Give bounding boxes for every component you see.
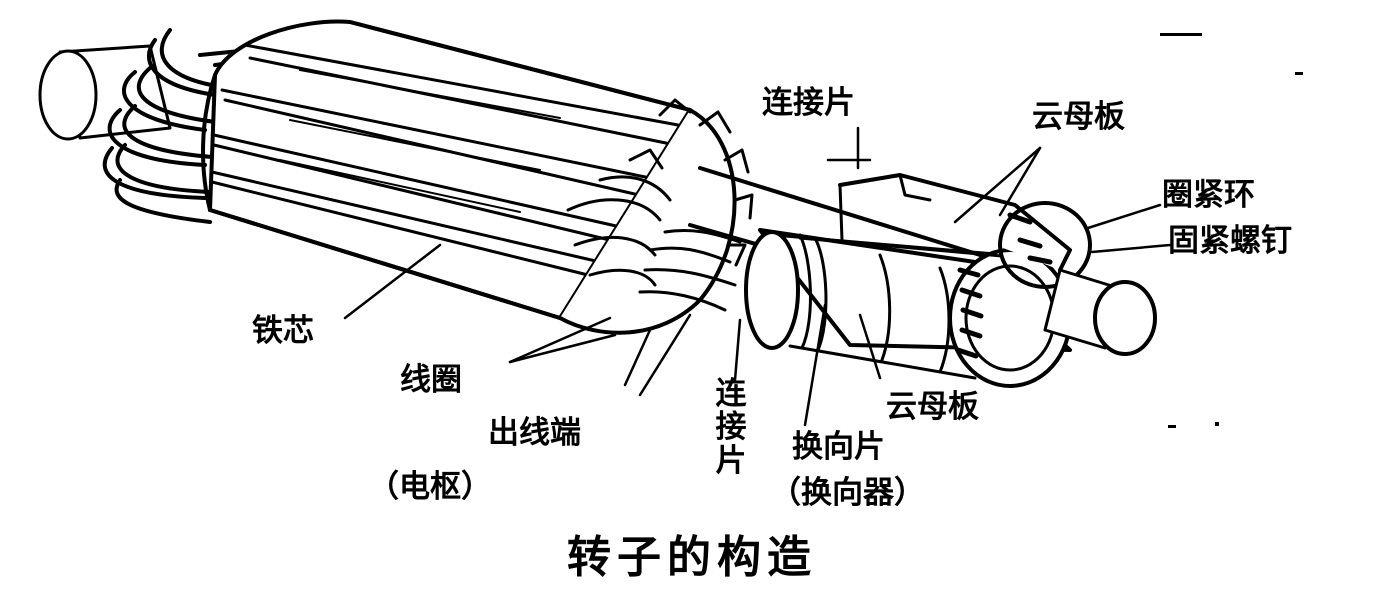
left-shaft: [38, 44, 172, 141]
left-end-windings: [102, 28, 257, 224]
label-commutator-segment: 换向片: [792, 429, 885, 465]
label-clamp-screw: 固紧螺钉: [1168, 223, 1292, 259]
label-connector-vertical: 连接片: [715, 376, 747, 479]
label-commutator: （换向器）: [770, 475, 925, 511]
core-end-face: [558, 98, 754, 335]
label-mica-top: 云母板: [1032, 99, 1125, 135]
commutator-body: [744, 228, 1072, 388]
label-mica-bottom: 云母板: [886, 389, 979, 425]
figure-caption: 转子的构造: [567, 532, 817, 583]
lead-wires: [638, 228, 742, 312]
label-lead-end: 出线端: [488, 415, 581, 451]
label-coil: 线圈: [400, 362, 462, 398]
label-clamp-ring: 圈紧环: [1162, 177, 1255, 213]
label-connector-top: 连接片: [762, 85, 855, 121]
armature-core: [201, 19, 707, 320]
label-iron-core: 铁芯: [252, 313, 314, 349]
label-armature: （电枢）: [368, 469, 492, 505]
leader-lines: [343, 126, 1172, 427]
right-shaft-end: [1043, 268, 1157, 356]
